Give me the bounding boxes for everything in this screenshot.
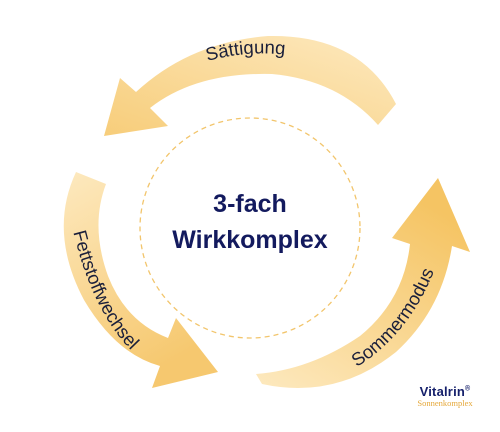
center-title: 3-fach Wirkkomplex [140, 186, 360, 258]
brand-name-text: Vitalrin [419, 384, 466, 399]
center-title-line1: 3-fach [213, 190, 287, 218]
brand-tagline: Sonnenkomplex [417, 398, 473, 408]
center-title-line2: Wirkkomplex [172, 226, 328, 254]
registered-mark: ® [465, 385, 471, 393]
arrow-saettigung [104, 35, 396, 136]
dashed-ring [139, 117, 361, 339]
brand-name: Vitalrin® [400, 384, 490, 399]
arrow-fettstoffwechsel [63, 172, 218, 388]
arrow-sommermodus [256, 178, 470, 388]
brand-logo: Vitalrin® Sonnenkomplex [400, 384, 490, 408]
